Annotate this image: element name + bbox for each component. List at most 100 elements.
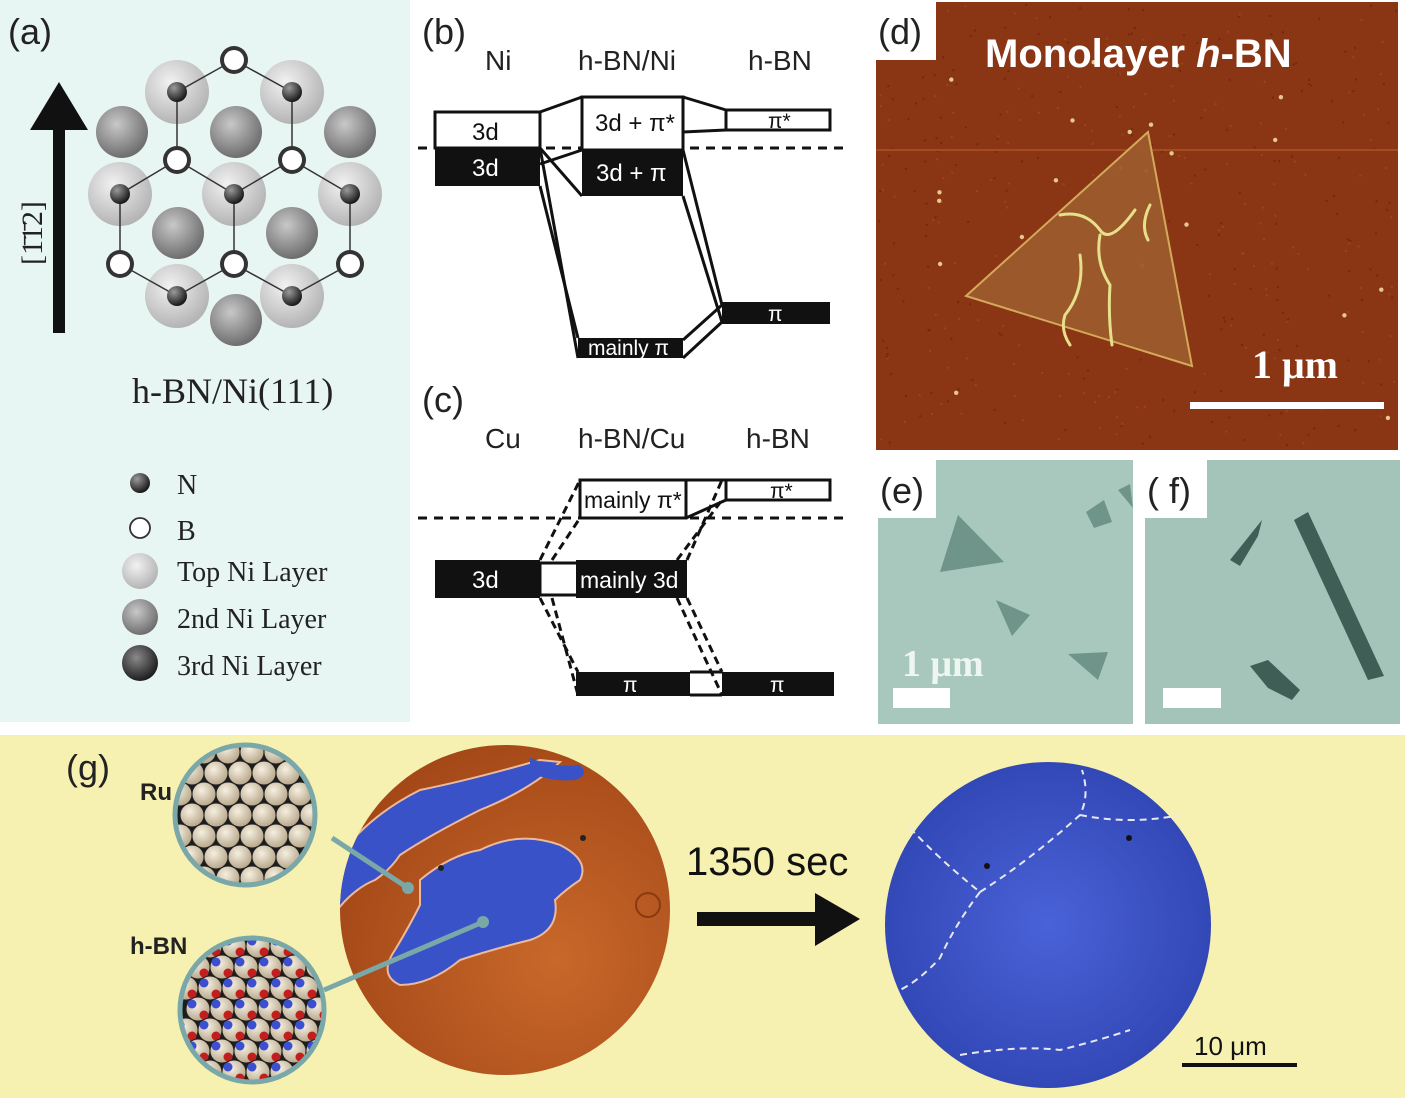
panel-b-col-left: Ni xyxy=(485,45,511,76)
afm-speckle xyxy=(1231,318,1233,320)
afm-speckle xyxy=(957,301,959,303)
afm-speckle xyxy=(882,164,884,166)
afm-speckle xyxy=(1080,86,1082,88)
afm-speckle xyxy=(1119,116,1121,118)
afm-speckle xyxy=(925,203,927,205)
hbn-pi-label-c: π xyxy=(770,674,785,697)
afm-speckle xyxy=(1263,238,1265,240)
afm-speckle xyxy=(1287,318,1289,320)
hbn-ni-mainly-pi-label: mainly π xyxy=(588,337,669,360)
afm-speckle xyxy=(977,319,979,321)
afm-speckle xyxy=(1357,245,1359,247)
afm-speckle xyxy=(1376,275,1378,277)
afm-speckle xyxy=(1234,283,1236,285)
afm-speckle xyxy=(1386,209,1388,211)
afm-speckle xyxy=(892,98,894,100)
afm-speckle xyxy=(975,384,977,386)
boron-atom xyxy=(282,150,302,170)
hbn-pi-label-b: π xyxy=(768,303,783,326)
afm-particle xyxy=(1128,130,1132,134)
afm-speckle xyxy=(958,318,960,320)
afm-speckle xyxy=(1004,27,1006,29)
nitrogen-atom xyxy=(248,1021,257,1030)
ru-atom xyxy=(240,782,264,806)
afm-speckle xyxy=(1162,399,1164,401)
afm-speckle xyxy=(1347,239,1349,241)
afm-speckle xyxy=(1337,425,1339,427)
afm-speckle xyxy=(1134,27,1136,29)
boron-atom xyxy=(110,254,130,274)
ru-atom xyxy=(228,803,252,827)
afm-speckle xyxy=(935,216,937,218)
afm-speckle xyxy=(1361,19,1363,21)
nitrogen-atom xyxy=(260,1042,269,1051)
afm-speckle xyxy=(1390,335,1392,337)
afm-speckle xyxy=(1273,183,1275,185)
nitrogen-atom-icon xyxy=(130,473,150,493)
afm-speckle xyxy=(914,190,916,192)
boron-atom xyxy=(340,254,360,274)
afm-speckle xyxy=(952,112,954,114)
afm-speckle xyxy=(1151,144,1153,146)
afm-speckle xyxy=(923,98,925,100)
afm-speckle xyxy=(1286,410,1288,412)
afm-speckle xyxy=(1347,311,1349,313)
nitrogen-atom xyxy=(340,184,360,204)
panel-g: (g) Ru xyxy=(0,735,1405,1098)
afm-speckle xyxy=(1282,312,1284,314)
afm-particle xyxy=(1184,222,1188,226)
afm-particle xyxy=(1020,235,1024,239)
afm-speckle xyxy=(965,5,967,7)
afm-speckle xyxy=(1144,93,1146,95)
afm-speckle xyxy=(924,161,926,163)
afm-speckle xyxy=(1171,85,1173,87)
panel-c-label: (c) xyxy=(422,379,464,420)
boron-atom xyxy=(224,254,244,274)
afm-speckle xyxy=(1099,427,1101,429)
afm-speckle xyxy=(1057,107,1059,109)
hbn-ni-upper-label: 3d + π* xyxy=(595,110,675,137)
afm-speckle xyxy=(1355,79,1357,81)
afm-speckle xyxy=(1008,183,1010,185)
afm-particle xyxy=(937,190,941,194)
afm-speckle xyxy=(976,143,978,145)
afm-speckle xyxy=(1068,373,1070,375)
afm-speckle xyxy=(905,168,907,170)
afm-speckle xyxy=(935,314,937,316)
afm-speckle xyxy=(1349,240,1351,242)
legend-label-2nd-ni: 2nd Ni Layer xyxy=(177,604,327,635)
afm-speckle xyxy=(1378,359,1380,361)
afm-speckle xyxy=(1301,90,1303,92)
nitrogen-atom xyxy=(212,1042,221,1051)
afm-speckle xyxy=(1230,125,1232,127)
afm-speckle xyxy=(1370,269,1372,271)
afm-speckle xyxy=(1122,134,1124,136)
panel-a: (a) [1̄1̄2] h-BN/Ni(111) N B Top Ni Laye… xyxy=(0,0,410,722)
afm-speckle xyxy=(1344,51,1346,53)
afm-speckle xyxy=(929,350,931,352)
afm-speckle xyxy=(950,338,952,340)
afm-speckle xyxy=(1205,169,1207,171)
nitrogen-atom xyxy=(224,1021,233,1030)
afm-speckle xyxy=(930,392,932,394)
panel-b-col-mid: h-BN/Ni xyxy=(578,45,676,76)
afm-speckle xyxy=(1083,392,1085,394)
panel-a-title: h-BN/Ni(111) xyxy=(132,371,333,411)
afm-speckle xyxy=(955,83,957,85)
afm-speckle xyxy=(1241,253,1243,255)
afm-speckle xyxy=(1018,88,1020,90)
afm-speckle xyxy=(1377,108,1379,110)
cu-3d-label: 3d xyxy=(472,567,499,594)
afm-speckle xyxy=(880,105,882,107)
afm-speckle xyxy=(1362,331,1364,333)
second-ni-atom xyxy=(266,207,318,259)
afm-speckle xyxy=(1083,377,1085,379)
nitrogen-atom xyxy=(260,1000,269,1009)
afm-speckle xyxy=(919,415,921,417)
afm-speckle xyxy=(1260,122,1262,124)
afm-speckle xyxy=(886,356,888,358)
afm-speckle xyxy=(997,135,999,137)
afm-speckle xyxy=(1333,195,1335,197)
afm-particle xyxy=(1054,178,1058,182)
afm-speckle xyxy=(915,103,917,105)
